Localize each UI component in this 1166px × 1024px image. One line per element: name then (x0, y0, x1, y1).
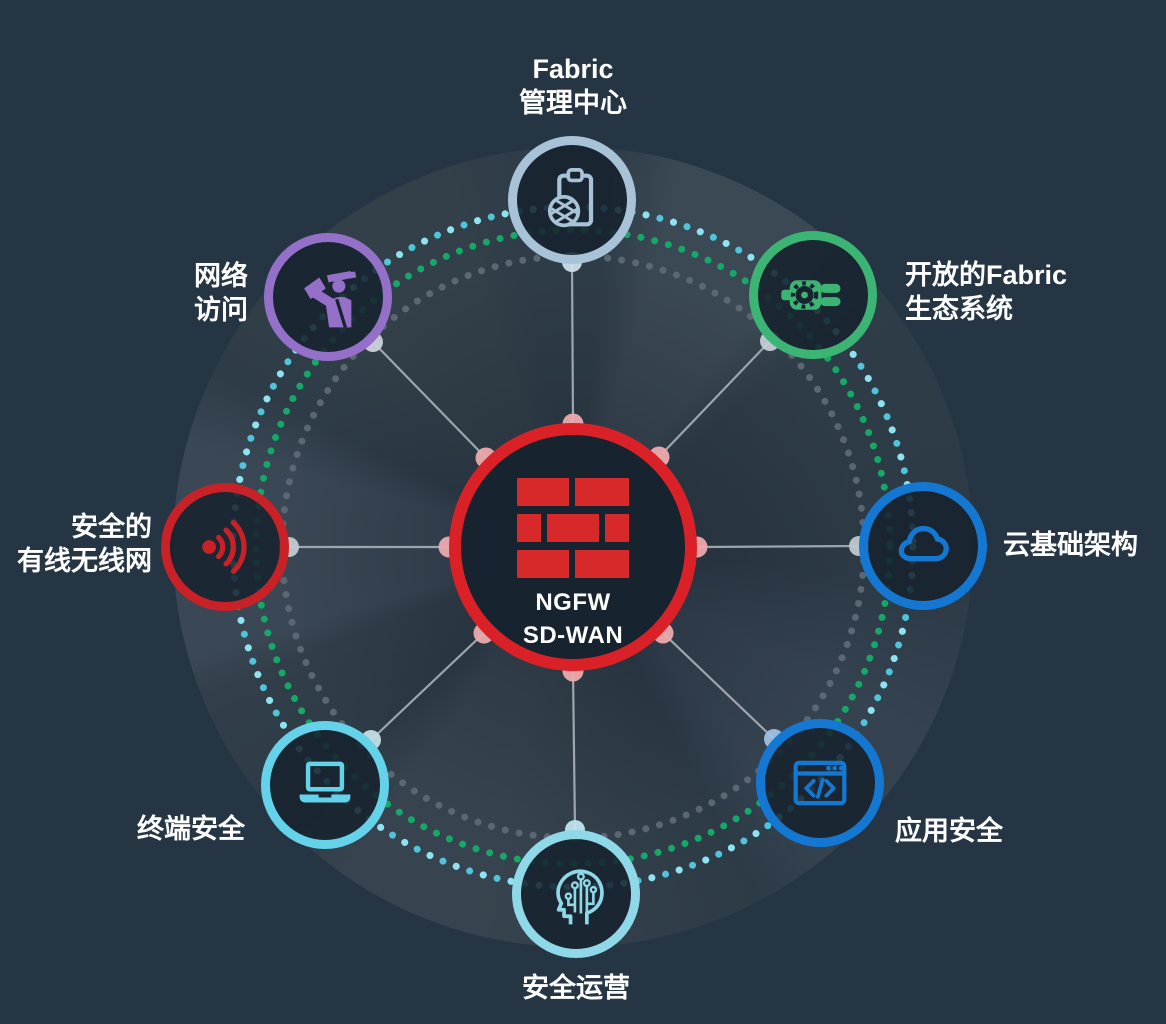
clipboard-globe-icon (547, 168, 594, 228)
cloud-icon (898, 525, 949, 562)
label-line: 终端安全 (137, 814, 245, 844)
label-line: 网络 (194, 261, 248, 291)
label-line: 访问 (194, 295, 248, 325)
label-line: Fabric (532, 54, 614, 84)
label-line: 安全的 (71, 512, 152, 542)
label-line: 管理中心 (519, 88, 627, 118)
laptop-icon (299, 761, 351, 803)
node-security-operations (512, 830, 640, 958)
label-network-access: 网络 访问 (98, 259, 248, 327)
label-line: 开放的Fabric (905, 260, 1068, 290)
browser-code-icon (793, 760, 847, 806)
label-line: 云基础架构 (1003, 530, 1138, 560)
label-line: 应用安全 (895, 816, 1003, 846)
label-cloud-infrastructure: 云基础架构 (1003, 528, 1166, 562)
node-open-fabric-ecosystem (749, 231, 877, 359)
label-secure-wired-wireless: 安全的 有线无线网 (6, 510, 152, 578)
hub-label: NGFW SD-WAN (523, 586, 623, 652)
spokes (289, 261, 860, 831)
label-application-security: 应用安全 (895, 814, 1115, 848)
label-fabric-management-center: Fabric 管理中心 (423, 52, 723, 120)
node-network-access (264, 233, 392, 361)
label-line: 有线无线网 (17, 546, 152, 576)
node-fabric-management-center (508, 136, 636, 264)
firewall-bricks-icon (517, 478, 629, 578)
label-endpoint-security: 终端安全 (45, 812, 245, 846)
plug-gear-icon (781, 280, 841, 310)
head-circuit-icon (556, 869, 604, 925)
label-line: 生态系统 (905, 294, 1013, 324)
node-secure-wired-wireless (161, 483, 289, 611)
node-application-security (756, 719, 884, 847)
label-security-operations: 安全运营 (426, 971, 726, 1005)
wifi-icon (202, 520, 247, 574)
node-cloud-infrastructure (859, 482, 987, 610)
guard-icon (304, 270, 357, 328)
hub-label-line1: NGFW (535, 589, 611, 616)
label-open-fabric-ecosystem: 开放的Fabric 生态系统 (905, 258, 1165, 326)
node-endpoint-security (261, 721, 389, 849)
label-line: 安全运营 (522, 973, 630, 1003)
hub-label-line2: SD-WAN (522, 622, 624, 649)
hub-ngfw-sdwan: NGFW SD-WAN (449, 423, 697, 671)
